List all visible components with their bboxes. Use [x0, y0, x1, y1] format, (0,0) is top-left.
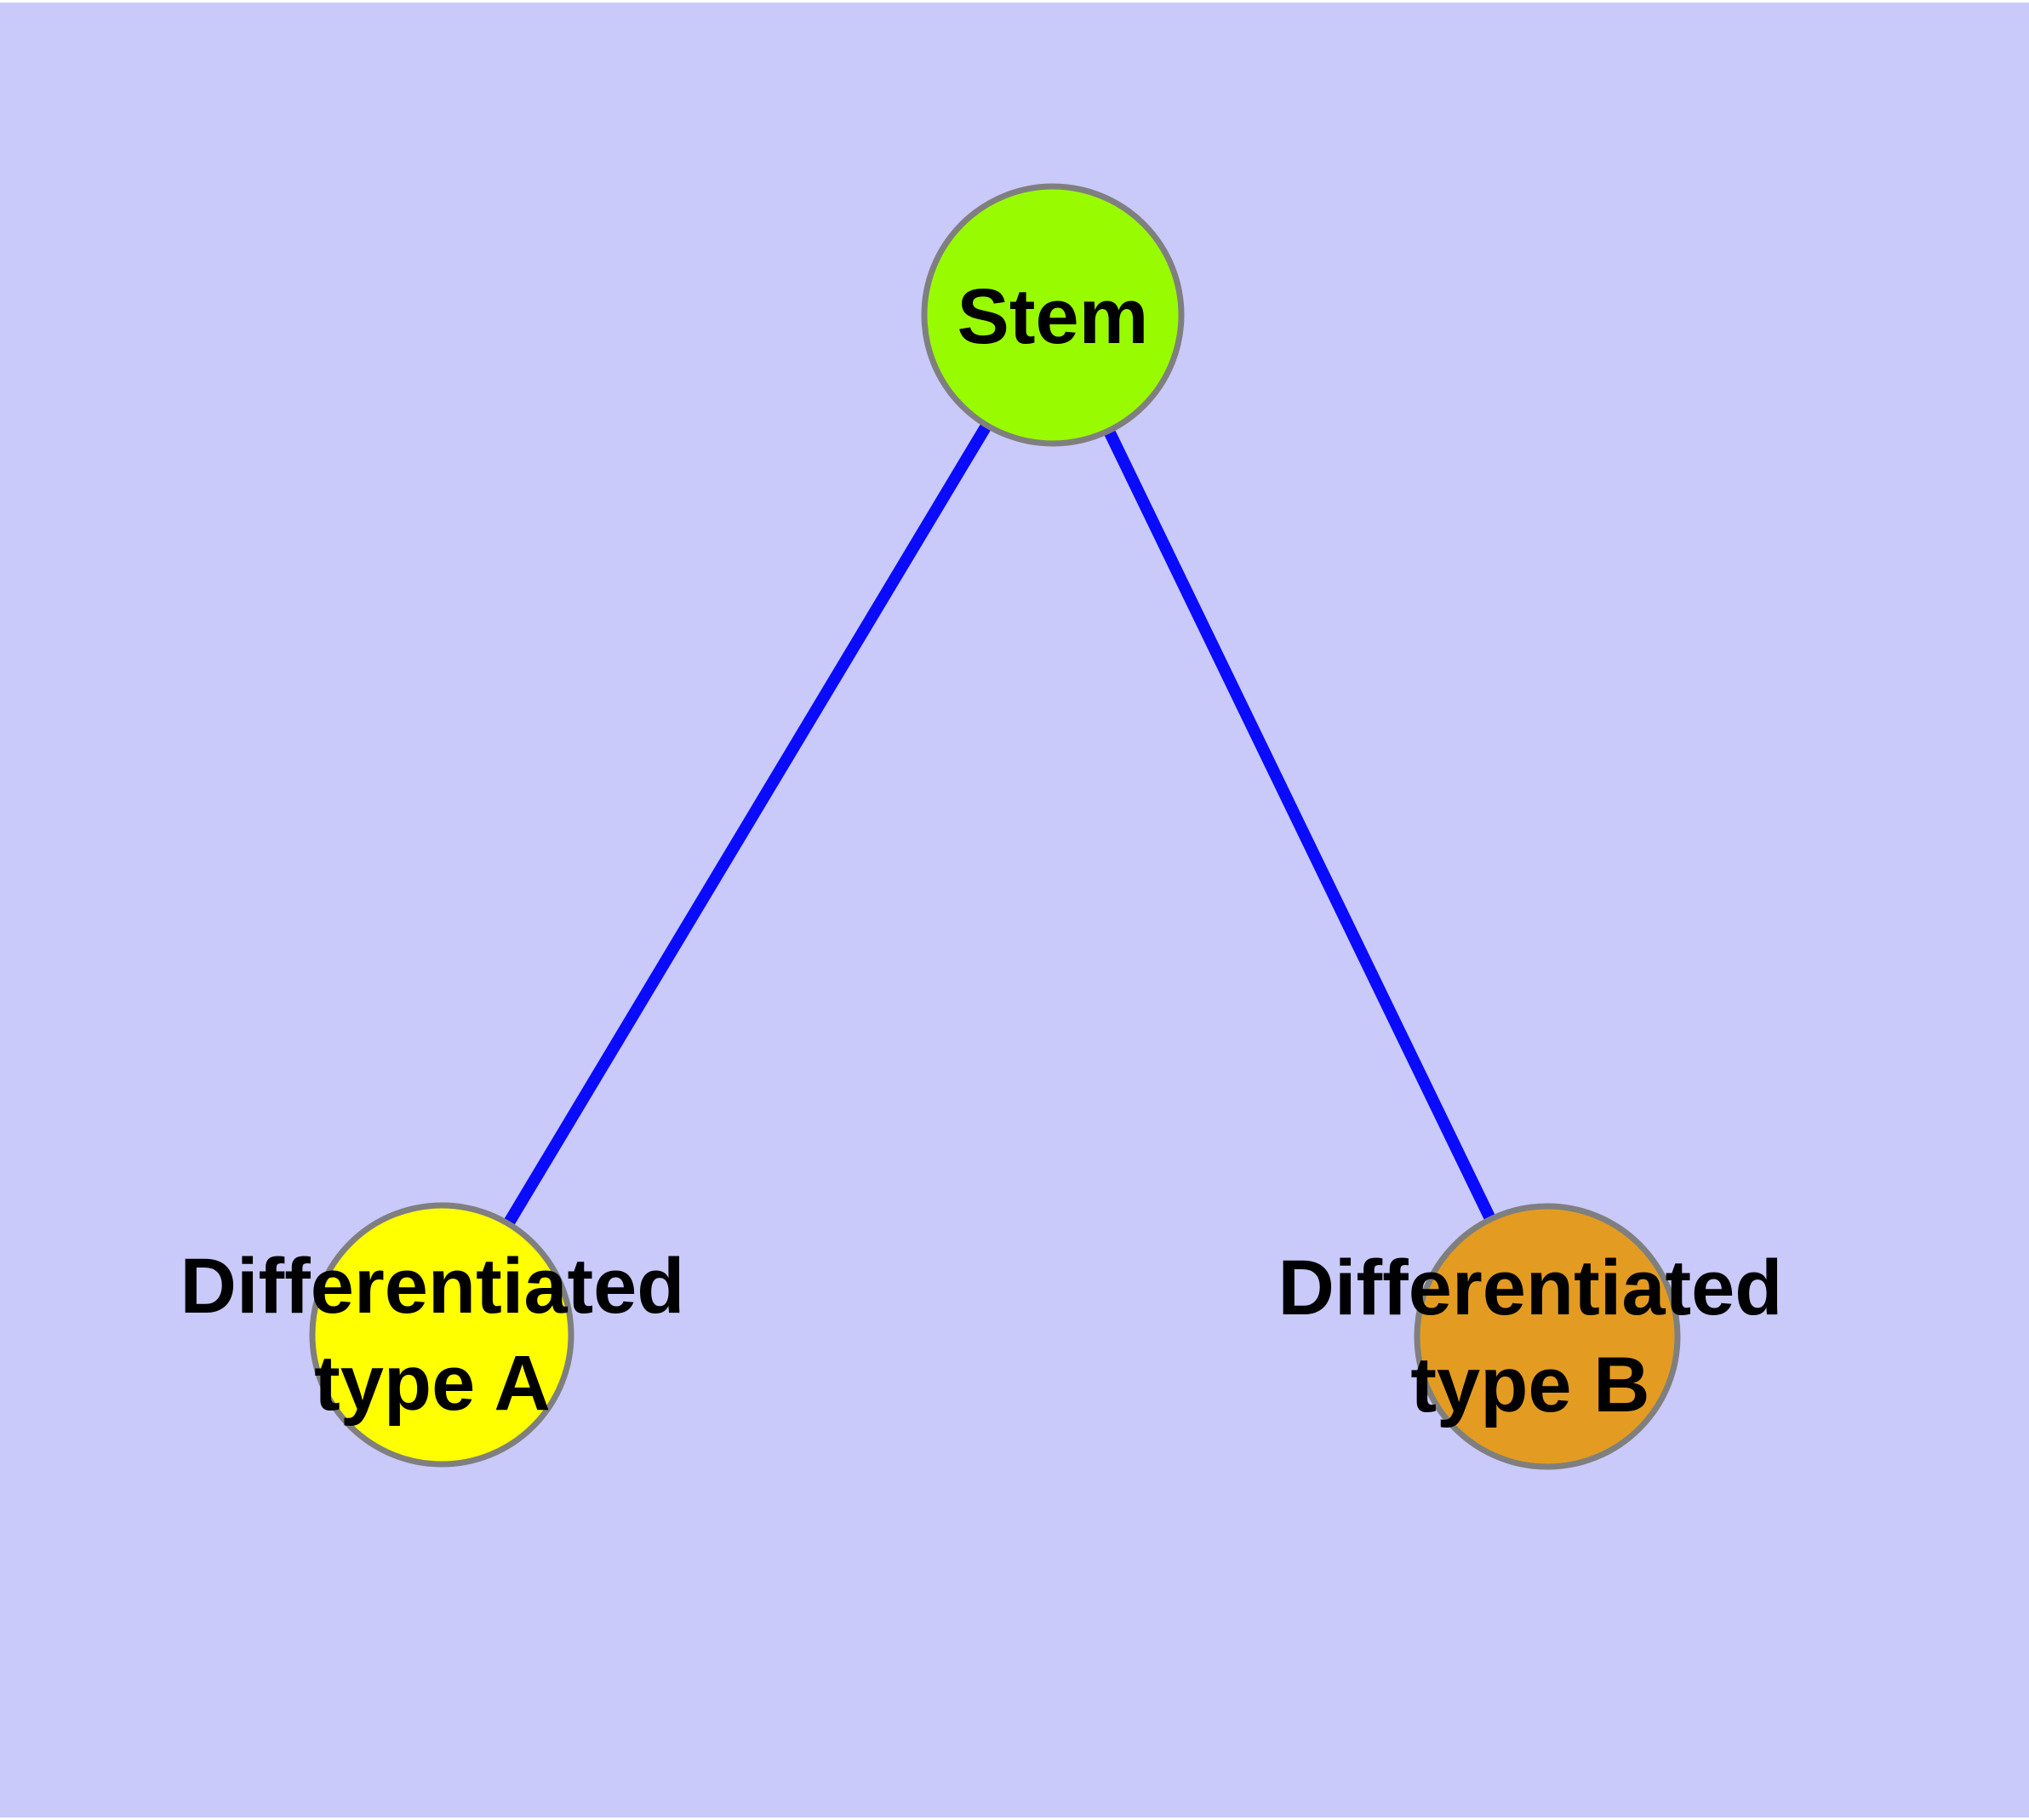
node-differentiated-type-a-label-line-2: type A — [314, 1340, 551, 1427]
node-differentiated-type-b-circle — [1414, 1203, 1681, 1470]
node-stem-label: Stem — [957, 268, 1149, 365]
node-differentiated-type-a-label: Differentiated type A — [180, 1238, 685, 1432]
node-differentiated-type-a-label-line-1: Differentiated — [180, 1243, 685, 1330]
node-stem-label-text: Stem — [957, 273, 1149, 360]
node-differentiated-type-b-label-line-2: type B — [1410, 1342, 1650, 1428]
node-stem-circle — [921, 183, 1185, 447]
edge-stem-to-type-a — [436, 312, 1059, 1338]
node-differentiated-type-b-label: Differentiated type B — [1278, 1239, 1783, 1434]
node-differentiated-type-b-label-line-1: Differentiated — [1277, 1245, 1783, 1331]
node-differentiated-type-a-circle — [309, 1202, 574, 1468]
edge-stem-to-type-b — [1047, 312, 1553, 1340]
